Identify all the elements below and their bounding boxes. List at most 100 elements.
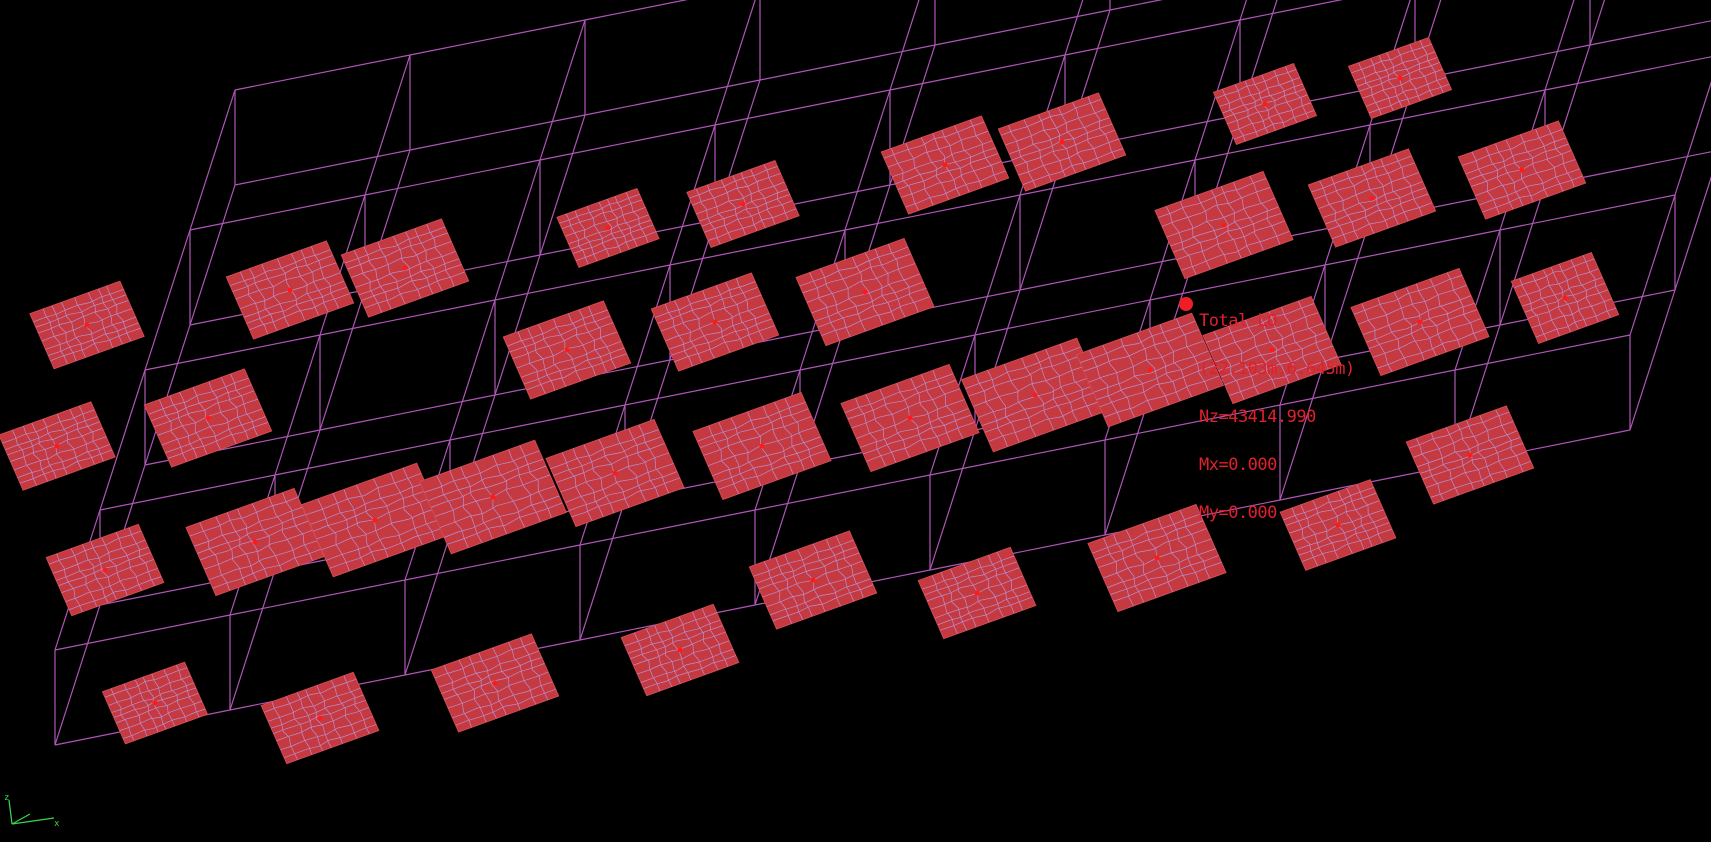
- mesh-line: [809, 272, 840, 341]
- frame-beam-x: [449, 404, 626, 441]
- mesh-line: [1482, 175, 1583, 213]
- mesh-line: [61, 559, 154, 593]
- frame-beam-y: [1544, 0, 1575, 91]
- mesh-line: [664, 303, 693, 367]
- tooltip-line-my: My=0.000: [1199, 503, 1277, 523]
- mesh-line: [996, 552, 1023, 611]
- frame-beam-x: [714, 89, 891, 126]
- footing-mesh: [1347, 36, 1453, 120]
- footing-mesh: [1405, 405, 1535, 505]
- mesh-line: [1229, 356, 1338, 396]
- mesh-line: [763, 561, 792, 624]
- frame-beam-x: [1149, 264, 1326, 301]
- footing-center-marker: [84, 322, 90, 328]
- frame-tie-y: [189, 184, 236, 326]
- mesh-line: [101, 537, 128, 596]
- frame-beam-x: [1194, 124, 1371, 161]
- mesh-line: [329, 526, 445, 569]
- mesh-line: [249, 293, 350, 331]
- footing-center-marker: [402, 265, 408, 271]
- mesh-line: [1426, 451, 1527, 488]
- frame-beam-y: [1194, 19, 1241, 161]
- mesh-line: [628, 619, 721, 654]
- footing-mesh: [686, 160, 800, 248]
- mesh-line: [638, 424, 669, 494]
- mesh-line: [568, 214, 649, 244]
- mesh-line: [430, 465, 547, 508]
- mesh-line: [1136, 332, 1169, 406]
- mesh-line: [189, 496, 298, 537]
- mesh-line: [321, 507, 437, 550]
- mesh-line: [1416, 438, 1444, 501]
- footing-mesh: [1307, 148, 1437, 248]
- footing-mesh: [1510, 251, 1620, 345]
- mesh-line: [1331, 202, 1433, 239]
- footing-center-marker: [1519, 167, 1525, 173]
- mesh-line: [1234, 110, 1315, 140]
- mesh-line: [813, 543, 841, 607]
- mesh-line: [261, 264, 290, 327]
- selection-marker[interactable]: [1179, 297, 1193, 311]
- mesh-line: [615, 433, 647, 502]
- mesh-line: [1110, 555, 1219, 595]
- mesh-line: [48, 322, 139, 356]
- mesh-line: [1087, 96, 1116, 159]
- mesh-line: [707, 184, 732, 241]
- mesh-line: [271, 694, 364, 729]
- frame-beam-x: [799, 334, 976, 371]
- mesh-line: [526, 353, 627, 391]
- mesh-line: [934, 584, 1027, 619]
- footing-mesh: [880, 115, 1010, 215]
- mesh-line: [860, 408, 969, 448]
- mesh-line: [56, 553, 83, 612]
- mesh-line: [565, 207, 646, 237]
- mesh-line: [879, 389, 910, 458]
- mesh-line: [756, 546, 857, 584]
- mesh-line: [330, 680, 358, 739]
- mesh-line: [492, 647, 521, 711]
- mesh-line: [251, 503, 283, 572]
- result-tooltip: Total LO (22.103m,6.645m) Nz=43414.990 M…: [1199, 281, 1355, 534]
- frame-beam-x: [669, 229, 846, 266]
- mesh-line: [280, 716, 373, 751]
- mesh-line: [1230, 102, 1311, 132]
- mesh-line: [1104, 375, 1220, 418]
- frame-beam-y: [1629, 194, 1676, 336]
- mesh-line: [305, 472, 422, 516]
- footing-center-marker: [152, 700, 158, 706]
- mesh-line: [707, 208, 797, 241]
- footing-center-marker: [490, 494, 496, 500]
- footing-mesh: [556, 187, 660, 269]
- mesh-line: [753, 539, 854, 577]
- tooltip-line-nz: Nz=43414.990: [1199, 407, 1316, 427]
- mesh-line: [565, 213, 589, 265]
- footing-center-marker: [1467, 452, 1473, 458]
- mesh-line: [1088, 349, 1122, 423]
- mesh-line: [1179, 510, 1211, 579]
- mesh-line: [123, 683, 148, 737]
- mesh-line: [565, 463, 674, 503]
- mesh-line: [625, 192, 649, 243]
- mesh-line: [1096, 357, 1212, 400]
- mesh-line: [763, 164, 789, 220]
- mesh-line: [1314, 162, 1415, 200]
- mesh-line: [268, 687, 361, 722]
- footing-center-marker: [1369, 195, 1375, 201]
- mesh-line: [905, 143, 934, 206]
- mesh-line: [1319, 180, 1348, 244]
- mesh-line: [5, 416, 98, 451]
- mesh-line: [863, 414, 972, 455]
- mesh-line: [1354, 51, 1435, 82]
- mesh-line: [799, 246, 908, 287]
- mesh-line: [326, 518, 442, 561]
- mesh-line: [883, 121, 985, 159]
- mesh-line: [1546, 124, 1575, 188]
- mesh-line: [230, 373, 259, 437]
- footing-center-marker: [1417, 319, 1423, 325]
- mesh-line: [23, 426, 48, 482]
- mesh-line: [226, 512, 258, 581]
- mesh-line: [802, 253, 911, 294]
- mesh-line: [637, 640, 730, 675]
- footing-center-marker: [907, 415, 913, 421]
